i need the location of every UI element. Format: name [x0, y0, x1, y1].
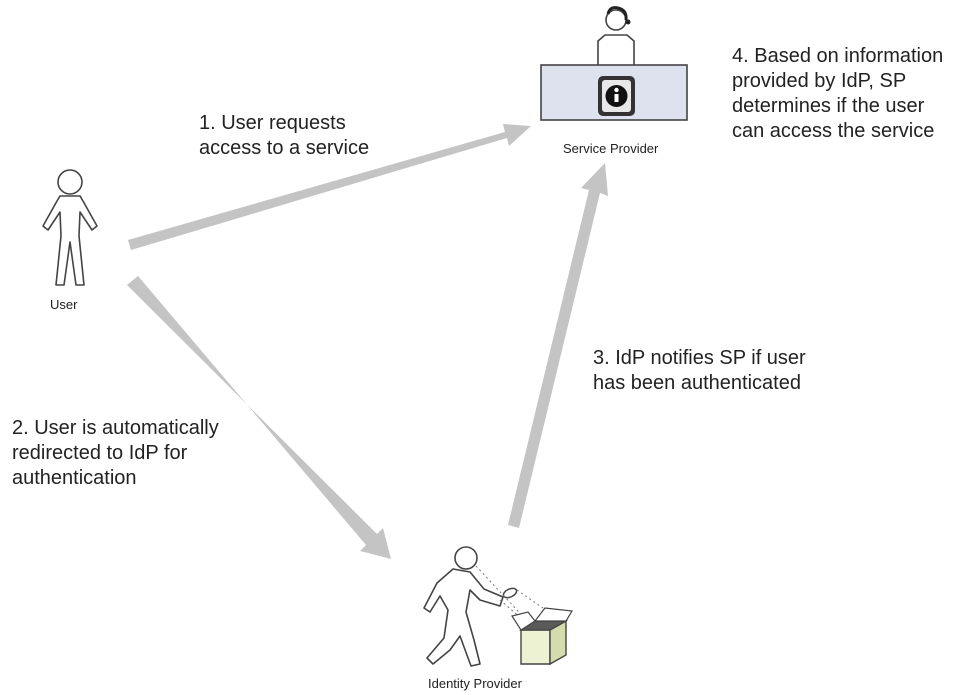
step-1-text: 1. User requests access to a service	[199, 111, 369, 161]
user-person-icon	[42, 169, 98, 286]
arrow-idp-to-sp	[508, 163, 608, 528]
step-1-line-1: 1. User requests	[199, 112, 346, 134]
step-3-text: 3. IdP notifies SP if user has been auth…	[593, 346, 806, 396]
step-4-line-3: determines if the user	[732, 95, 925, 117]
service-provider-desk-icon	[540, 6, 688, 121]
step-3-line-1: 3. IdP notifies SP if user	[593, 347, 806, 369]
step-2-text: 2. User is automatically redirected to I…	[12, 416, 219, 491]
service-provider-label: Service Provider	[563, 141, 659, 156]
step-4-line-2: provided by IdP, SP	[732, 70, 907, 92]
step-2-line-2: redirected to IdP for	[12, 442, 188, 464]
arrow-user-to-sp	[128, 124, 531, 250]
step-3-line-2: has been authenticated	[593, 372, 801, 394]
step-2-line-1: 2. User is automatically	[12, 417, 219, 439]
step-2-line-3: authentication	[12, 467, 137, 489]
step-4-text: 4. Based on information provided by IdP,…	[732, 44, 943, 144]
step-1-line-2: access to a service	[199, 137, 370, 159]
arrow-user-to-idp	[127, 276, 391, 559]
identity-provider-icon	[423, 546, 573, 667]
identity-provider-label: Identity Provider	[428, 676, 522, 691]
step-4-line-1: 4. Based on information	[732, 45, 944, 67]
user-label: User	[50, 297, 78, 312]
step-4-line-4: can access the service	[732, 120, 935, 142]
